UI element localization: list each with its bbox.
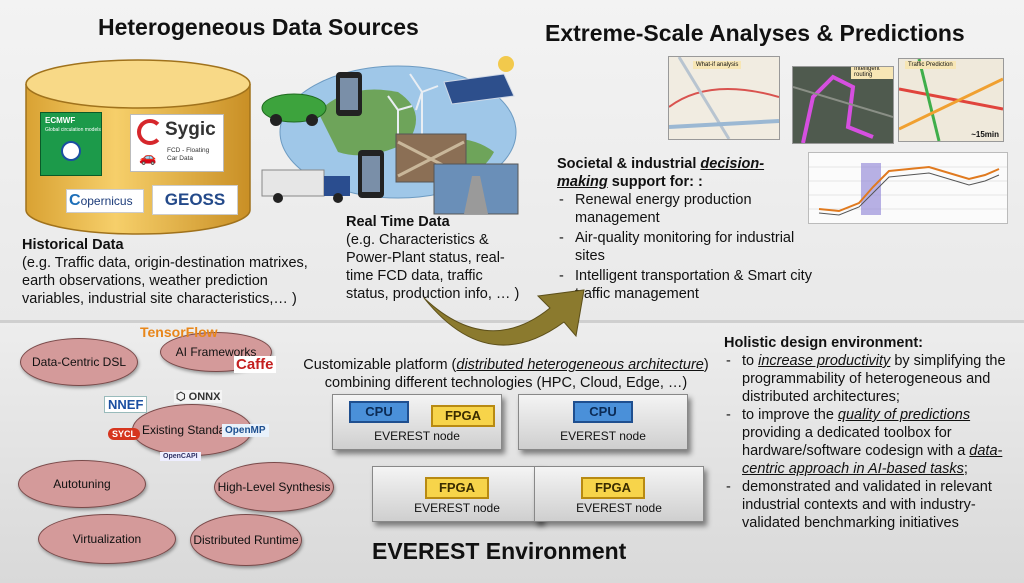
- societal-heading: Societal & industrial decision-making su…: [557, 156, 765, 190]
- everest-node: FPGA EVEREST node: [534, 466, 704, 522]
- historical-body: (e.g. Traffic data, origin-destination m…: [22, 255, 308, 307]
- societal-item: Renewal energy production management: [557, 191, 817, 227]
- noaa-icon: [61, 141, 81, 161]
- environment-title: EVEREST Environment: [372, 538, 627, 564]
- historical-heading: Historical Data: [22, 237, 124, 253]
- prediction-chart-thumbnail: [808, 152, 1008, 224]
- fpga-chip: FPGA: [425, 477, 489, 499]
- ellipse-autotuning: Autotuning: [18, 460, 146, 508]
- nnef-logo: NNEF: [104, 396, 148, 413]
- copernicus-logo: Copernicus: [66, 189, 144, 213]
- everest-node: CPU EVEREST node: [518, 394, 688, 450]
- caffe-logo: Caffe: [234, 356, 276, 373]
- ecmwf-label: ECMWF: [45, 116, 76, 125]
- sycl-logo: SYCL: [108, 428, 141, 440]
- ecmwf-sub: Global circulation models: [45, 127, 101, 133]
- routing-label: Intelligent routing: [851, 67, 893, 79]
- wind-turbine-icon: [387, 73, 439, 144]
- ellipse-dsl: Data-Centric DSL: [20, 338, 138, 386]
- ellipse-standards: Existing Standards: [132, 404, 252, 456]
- sygic-label: Sygic: [165, 119, 216, 140]
- cpu-chip: CPU: [573, 401, 633, 423]
- ellipse-virtualization: Virtualization: [38, 514, 176, 564]
- openmp-logo: OpenMP: [222, 424, 269, 437]
- holistic-item: to improve the quality of predictions pr…: [724, 406, 1008, 478]
- platform-line2: combining different technologies (HPC, C…: [324, 375, 688, 391]
- routing-map-thumbnail: Intelligent routing: [792, 66, 894, 144]
- sygic-icon: [137, 119, 163, 145]
- node-caption: EVEREST node: [560, 429, 646, 443]
- societal-item: Intelligent transportation & Smart city …: [557, 267, 817, 303]
- car-icon: 🚗: [139, 149, 157, 165]
- holistic-item: to increase productivity by simplifying …: [724, 352, 1008, 406]
- fpga-chip: FPGA: [431, 405, 495, 427]
- holistic-item: demonstrated and validated in relevant i…: [724, 478, 1008, 532]
- fpga-chip: FPGA: [581, 477, 645, 499]
- time-label: ~15min: [971, 130, 999, 139]
- node-caption: EVEREST node: [414, 501, 500, 515]
- analyses-title: Extreme-Scale Analyses & Predictions: [545, 20, 965, 46]
- realtime-body: (e.g. Characteristics & Power-Plant stat…: [346, 232, 520, 302]
- realtime-collage: [261, 56, 519, 215]
- everest-node: CPU FPGA EVEREST node: [332, 394, 502, 450]
- cpu-chip: CPU: [349, 401, 409, 423]
- sygic-sub: FCD - Floating Car Data: [167, 147, 210, 162]
- whatif-map-thumbnail: What-if analysis: [668, 56, 780, 140]
- ellipse-runtime: Distributed Runtime: [190, 514, 302, 566]
- societal-list: Renewal energy production management Air…: [557, 191, 817, 303]
- copernicus-label: opernicus: [80, 194, 133, 208]
- whatif-label: What-if analysis: [693, 61, 742, 69]
- node-caption: EVEREST node: [576, 501, 662, 515]
- sources-title: Heterogeneous Data Sources: [98, 14, 419, 40]
- everest-node: FPGA EVEREST node: [372, 466, 542, 522]
- geoss-logo: GEOSS: [152, 185, 238, 215]
- traffic-label: Traffic Prediction: [905, 61, 956, 69]
- societal-item: Air-quality monitoring for industrial si…: [557, 229, 817, 265]
- tensorflow-logo: TensorFlow: [140, 324, 218, 340]
- ecmwf-logo: ECMWF Global circulation models: [40, 112, 102, 176]
- platform-line1: Customizable platform (distributed heter…: [303, 357, 709, 373]
- opencapi-logo: OpenCAPI: [160, 452, 201, 461]
- holistic-heading: Holistic design environment:: [724, 335, 923, 351]
- holistic-list: to increase productivity by simplifying …: [724, 352, 1008, 532]
- traffic-map-thumbnail: Traffic Prediction ~15min: [898, 58, 1004, 142]
- truck-icon: [261, 169, 325, 197]
- ellipse-hls: High-Level Synthesis: [214, 462, 334, 512]
- flow-arrow-icon: [423, 289, 585, 346]
- onnx-logo: ⬡ ONNX: [174, 390, 223, 403]
- sygic-logo: Sygic FCD - Floating Car Data 🚗: [130, 114, 224, 172]
- node-caption: EVEREST node: [374, 429, 460, 443]
- solar-panel-icon: [443, 56, 515, 105]
- realtime-heading: Real Time Data: [346, 214, 450, 230]
- panel-divider: [0, 320, 1024, 323]
